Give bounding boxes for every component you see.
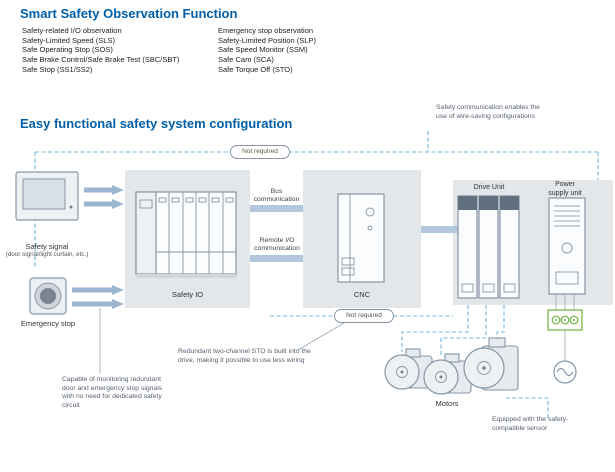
list-item: Safe Speed Monitor (SSM) (218, 45, 308, 55)
cnc-drawing (337, 193, 385, 283)
redundant-sto-note: Redundant two-channel STO is built into … (178, 348, 311, 364)
motors-label: Motors (435, 399, 459, 408)
motors-drawing (384, 337, 519, 395)
safety-io-label: Safety IO (171, 290, 204, 299)
smart-safety-title: Smart Safety Observation Function (20, 6, 238, 21)
list-item: Safety-related I/O observation (22, 26, 122, 35)
list-item: Safe Brake Control/Safe Brake Test (SBC/… (22, 55, 180, 65)
config-title: Easy functional safety system configurat… (20, 116, 293, 131)
list-item: Safe Stop (SS1/SS2) (22, 64, 93, 74)
terminal-block-icon (547, 294, 583, 331)
wire-saving-note: Safety communication enables the use of … (436, 104, 540, 120)
list-item: Emergency stop observation (218, 26, 314, 35)
cnc-to-drive-bar (421, 226, 458, 233)
list-item: Safety-Limited Position (SLP) (218, 35, 316, 45)
drive-units-drawing (457, 195, 520, 299)
bus-communication-label: Bus communication (253, 188, 300, 204)
pointer-lines (99, 308, 345, 374)
not-required-badge-top: Not required (230, 145, 290, 159)
power-supply-label: Power supply unit (548, 181, 582, 197)
power-supply-drawing (548, 197, 586, 295)
safety-signal-sub: (door signal/light curtain, etc.) (5, 251, 89, 258)
safety-signal-title: Safety signal (25, 242, 69, 251)
not-required-badge-bottom: Not required (334, 309, 394, 323)
estop-arrows (72, 285, 124, 309)
drive-unit-label: Drive Unit (473, 184, 505, 191)
list-item: Safe Torque Off (STO) (218, 64, 293, 74)
remote-io-communication-bar (250, 255, 303, 262)
list-item: Safety-Limited Speed (SLS) (22, 35, 115, 45)
plc-drawing (135, 191, 237, 278)
monitoring-note: Capable of monitoring redundant door and… (62, 376, 163, 409)
list-item: Safe Operating Stop (SOS) (22, 45, 113, 55)
touch-panel-drawing (15, 171, 79, 221)
list-item: Safe Cam (SCA) (218, 55, 274, 65)
hmi-arrows (84, 185, 124, 209)
emergency-stop-label: Emergency stop (20, 319, 76, 328)
remote-io-label: Remote I/O communication (254, 237, 300, 253)
emergency-stop-drawing (29, 277, 67, 315)
ac-power-icon (553, 330, 577, 384)
bus-communication-bar (250, 205, 303, 212)
cnc-label: CNC (353, 290, 371, 299)
safety-signal-label: Safety signal (door signal/light curtain… (0, 242, 94, 259)
safety-function-list-right: Emergency stop observation Safety-Limite… (218, 26, 410, 75)
safety-function-list-left: Safety-related I/O observation Safety-Li… (22, 26, 214, 75)
sensor-note: Equipped with the safety-compatible sens… (492, 416, 569, 432)
